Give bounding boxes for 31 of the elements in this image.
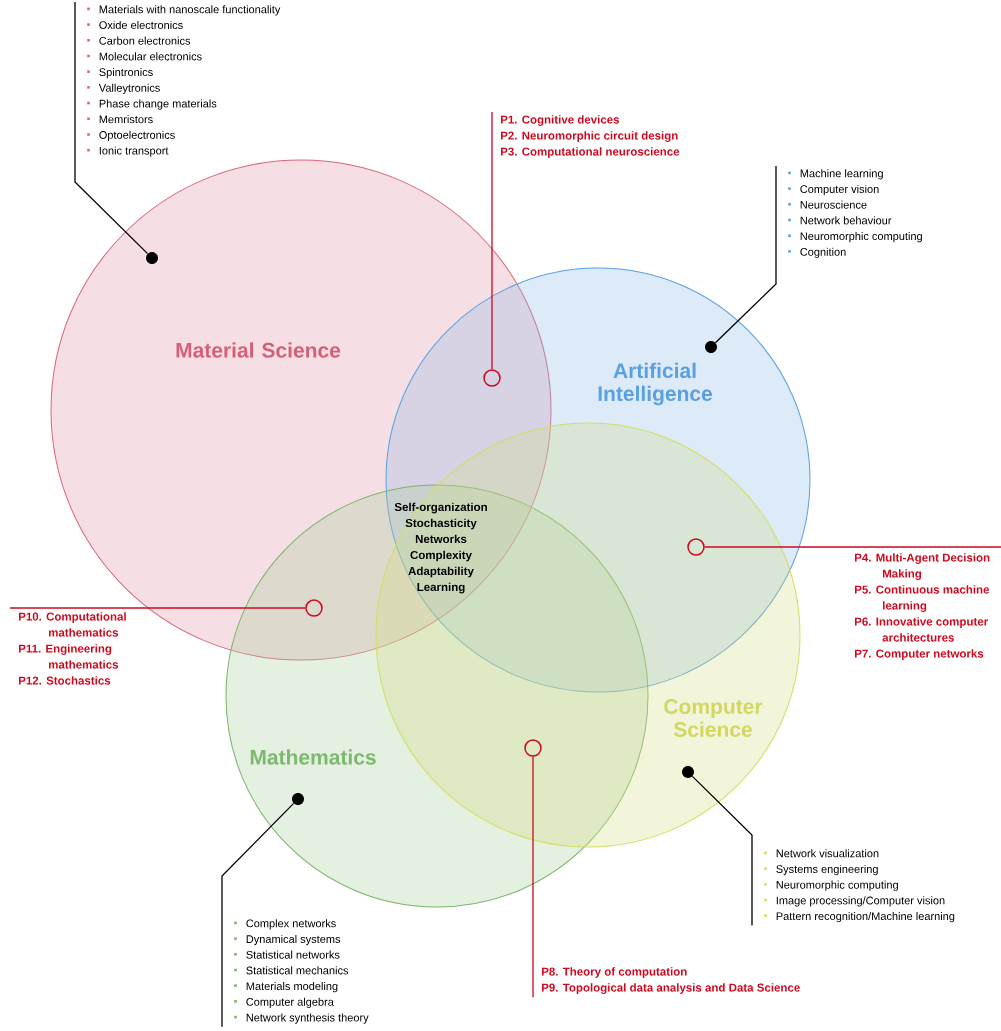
leader-line [221, 802, 295, 1028]
leader-line [704, 546, 1001, 548]
marker-ring [687, 538, 705, 556]
circle-title: Mathematics [250, 749, 376, 765]
leader-line [491, 111, 493, 370]
keyword-list: Self-organization Stochasticity Networks Complexity Adaptability Learning [394, 502, 487, 594]
leader-line [9, 607, 306, 609]
bullet-list: Materials with nanoscale functionality Oxide electronics Carbon electronics Molecular electronics Spintronics Valleytronics Phase change materials Memristors Optoelectronics Ionic transport [87, 5, 281, 157]
marker-ring [524, 739, 542, 757]
label: Self-organization [394, 502, 487, 514]
label: Stochasticity [405, 518, 477, 530]
label: Learning [417, 582, 465, 594]
bullet-list: Network visualization Systems engineering Neuromorphic computing Image processing/Computer vision Pattern recognition/Machine learning [764, 849, 955, 923]
marker-ring [305, 599, 323, 617]
leader-line [714, 165, 777, 344]
marker-ring [483, 369, 501, 387]
label: Adaptability [408, 566, 474, 578]
topic-list: P1. Cognitive devices P2. Neuromorphic circuit design P3. Computational neuroscience [500, 115, 680, 158]
leader-line [691, 775, 753, 927]
bullet-list: Machine learning Computer vision Neuroscience Network behaviour Neuromorphic computing Cognition [788, 169, 922, 258]
topic-list: P8. Theory of computation P9. Topological data analysis and Data Science [541, 967, 800, 994]
leader-line [74, 1, 149, 255]
leader-line [532, 756, 534, 998]
label: Networks [415, 534, 467, 544]
topic-list: P4. Multi-Agent Decision Making P5. Continuous machine learning P6. Innovative computer architectures P7. Computer networks [854, 553, 990, 660]
bullet-list: Complex networks Dynamical systems Statistical networks Statistical mechanics Materials modeling Computer algebra Network synthesis theory [234, 919, 369, 1024]
topic-list: P10. Computational mathematics P11. Engineering mathematics P12. Stochastics [18, 612, 126, 685]
circle-title: Artificial Intelligence [598, 362, 713, 406]
circle-title: Material Science [176, 342, 341, 358]
circle-title: Computer Science [664, 699, 763, 737]
label: Complexity [410, 550, 472, 562]
